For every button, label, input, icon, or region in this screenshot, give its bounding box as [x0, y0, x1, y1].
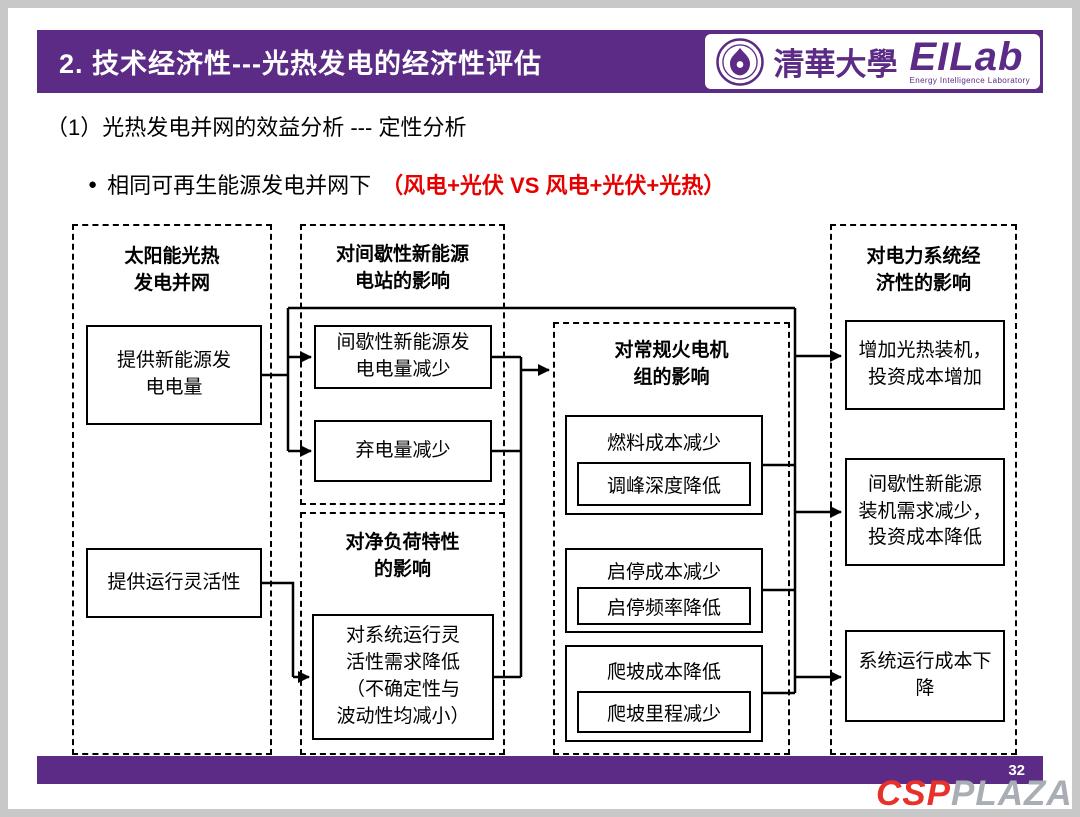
bullet-line: ● 相同可再生能源发电并网下 （风电+光伏 VS 风电+光伏+光热） — [88, 168, 725, 200]
node-intermittent-capacity-cost-down: 间歇性新能源 装机需求减少， 投资成本降低 — [845, 458, 1005, 566]
pair-peak-depth-label: 调峰深度降低 — [577, 462, 751, 506]
page-number: 32 — [1008, 761, 1025, 779]
group-thermal-header: 对常规火电机 组的影响 — [614, 340, 729, 388]
node-intermittent-output-reduced: 间歇性新能源发 电电量减少 — [314, 325, 492, 389]
logo-plate: 清華大學 EILab Energy Intelligence Laborator… — [705, 34, 1040, 89]
group-intermittent-header: 对间歇性新能源 电站的影响 — [335, 244, 469, 292]
pair-fuel-cost: 燃料成本减少 调峰深度降低 — [565, 415, 763, 515]
bullet-text: 相同可再生能源发电并网下 — [107, 173, 372, 198]
bullet-highlight: （风电+光伏 VS 风电+光伏+光热） — [381, 173, 726, 198]
eilab-logo: EILab Energy Intelligence Laboratory — [905, 35, 1030, 85]
group-solar-csp-grid: 太阳能光热 发电并网 — [72, 224, 272, 755]
tsinghua-emblem-icon — [716, 37, 765, 86]
node-provide-generation: 提供新能源发 电电量 — [86, 325, 262, 425]
pair-ramp-cost: 爬坡成本降低 爬坡里程减少 — [565, 645, 763, 742]
university-name: 清華大學 — [773, 47, 898, 82]
node-system-operating-cost-down: 系统运行成本下 降 — [845, 630, 1005, 722]
pair-ramp-mileage-label: 爬坡里程减少 — [577, 691, 751, 733]
footer-bar: 32 — [37, 756, 1043, 784]
eilab-logo-caption: Energy Intelligence Laboratory — [909, 76, 1030, 85]
node-flexibility-demand-reduced: 对系统运行灵 活性需求降低 （不确定性与 波动性均减小） — [312, 614, 494, 740]
pair-startstop-frequency-label: 启停频率降低 — [577, 587, 751, 625]
node-provide-flexibility: 提供运行灵活性 — [86, 548, 262, 618]
pair-fuel-cost-label: 燃料成本减少 — [606, 432, 721, 454]
pair-ramp-cost-label: 爬坡成本降低 — [606, 661, 721, 683]
group-netload-header: 对净负荷特性 的影响 — [345, 532, 460, 580]
pair-startstop-cost-label: 启停成本减少 — [606, 561, 721, 583]
watermark-csp: CSP — [876, 774, 951, 813]
group-solar-header: 太阳能光热 发电并网 — [124, 246, 220, 294]
header-bar: 2. 技术经济性---光热发电的经济性评估 清華大學 EILab Energy … — [37, 30, 1043, 93]
section-subtitle: （1）光热发电并网的效益分析 --- 定性分析 — [46, 115, 467, 140]
bullet-dot-icon: ● — [88, 175, 98, 193]
watermark-plaza: PLAZA — [950, 774, 1073, 813]
cspplaza-watermark: CSPPLAZA — [876, 774, 1073, 814]
node-csp-capacity-cost-up: 增加光热装机， 投资成本增加 — [845, 320, 1005, 410]
slide-title: 2. 技术经济性---光热发电的经济性评估 — [59, 49, 542, 79]
group-economy-header: 对电力系统经 济性的影响 — [866, 246, 981, 294]
node-curtailment-reduced: 弃电量减少 — [314, 420, 492, 482]
pair-startstop-cost: 启停成本减少 启停频率降低 — [565, 548, 763, 633]
eilab-logo-text: EILab — [909, 35, 1024, 79]
